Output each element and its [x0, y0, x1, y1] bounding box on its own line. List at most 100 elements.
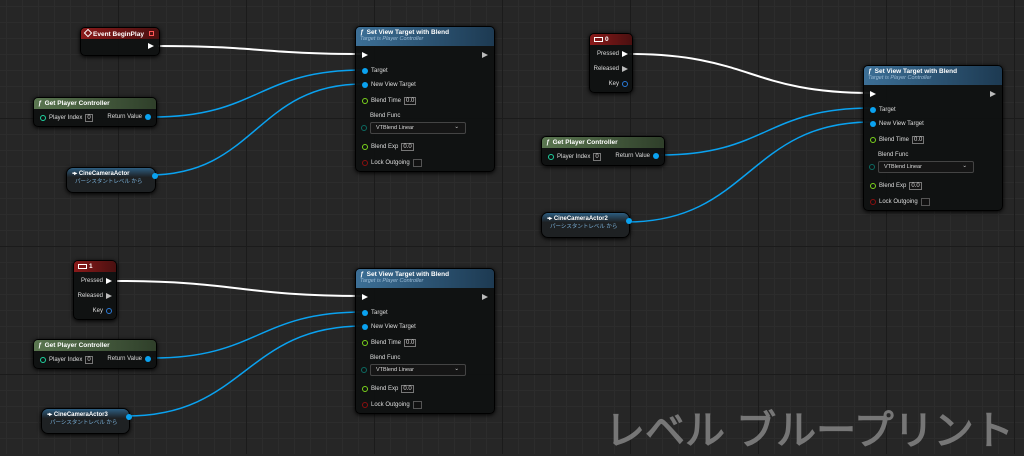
node-title: Set View Target with Blend [366, 271, 450, 278]
new-view-target-pin[interactable] [362, 82, 368, 88]
key-event-node-1[interactable]: 1 Pressed Released Key [73, 260, 117, 320]
key-pin[interactable] [106, 308, 112, 314]
released-exec-pin[interactable] [622, 66, 628, 72]
exec-out-pin[interactable] [990, 91, 996, 97]
node-title: CineCameraActor2 [553, 216, 608, 222]
lock-outgoing-checkbox[interactable] [412, 401, 422, 409]
delegate-pin-icon[interactable] [149, 31, 154, 36]
key-pin[interactable] [622, 81, 628, 87]
player-index-input[interactable]: 0 [85, 114, 93, 122]
exec-out-pin[interactable] [148, 43, 154, 49]
event-icon [83, 28, 93, 38]
exec-wire [628, 53, 872, 94]
blend-func-pin[interactable] [361, 125, 367, 131]
blend-exp-pin[interactable] [362, 386, 368, 392]
chevron-down-icon: ⌄ [454, 124, 459, 130]
pin-label: Blend Time [371, 340, 402, 346]
player-index-input[interactable]: 0 [85, 356, 93, 364]
event-beginplay-node[interactable]: Event BeginPlay [80, 27, 160, 56]
return-value-pin[interactable] [145, 356, 151, 362]
pin-label: Lock Outgoing [371, 160, 410, 166]
blend-exp-pin[interactable] [362, 144, 368, 150]
level-blueprint-watermark: レベル ブループリント [605, 409, 1014, 453]
pin-label: Lock Outgoing [371, 402, 410, 408]
pin-label: Player Index [49, 357, 83, 363]
lock-outgoing-pin[interactable] [362, 160, 368, 166]
object-wire [660, 107, 872, 156]
pin-label: Pressed [596, 51, 619, 57]
pin-label: Key [92, 308, 103, 314]
node-title: Set View Target with Blend [366, 29, 450, 36]
target-pin[interactable] [362, 68, 368, 74]
exec-in-pin[interactable] [362, 294, 368, 300]
blend-time-pin[interactable] [870, 137, 876, 143]
return-value-pin[interactable] [653, 153, 659, 159]
player-index-pin[interactable] [548, 154, 554, 160]
new-view-target-pin[interactable] [362, 324, 368, 330]
pin-label: Blend Time [879, 137, 910, 143]
camera-actor-node-2[interactable]: ▪▸ CineCameraActor3 パーシスタントレベル から [41, 408, 132, 434]
blend-func-dropdown[interactable]: VTBlend Linear⌄ [370, 122, 466, 134]
new-view-target-pin[interactable] [870, 121, 876, 127]
lock-outgoing-checkbox[interactable] [412, 159, 422, 167]
player-index-input[interactable]: 0 [593, 153, 601, 161]
exec-out-pin[interactable] [482, 294, 488, 300]
key-event-node-0[interactable]: 0 Pressed Released Key [589, 33, 633, 93]
lock-outgoing-checkbox[interactable] [920, 198, 930, 206]
pressed-exec-pin[interactable] [106, 278, 112, 284]
exec-out-pin[interactable] [482, 52, 488, 58]
pin-label: Pressed [80, 278, 103, 284]
camera-actor-node-1[interactable]: ▪▸ CineCameraActor2 パーシスタントレベル から [541, 212, 632, 238]
blend-func-pin[interactable] [869, 164, 875, 170]
pressed-exec-pin[interactable] [622, 51, 628, 57]
camera-out-pin[interactable] [152, 173, 158, 179]
blend-func-dropdown[interactable]: VTBlend Linear⌄ [370, 364, 466, 376]
pin-label: Blend Func [370, 355, 401, 361]
pin-label: Lock Outgoing [879, 199, 918, 205]
player-index-pin[interactable] [40, 115, 46, 121]
blend-time-pin[interactable] [362, 340, 368, 346]
camera-out-pin[interactable] [126, 414, 132, 420]
return-value-pin[interactable] [145, 114, 151, 120]
pin-label: Target [371, 310, 388, 316]
node-title: Get Player Controller [44, 100, 110, 107]
pin-label: Blend Exp [879, 183, 907, 189]
exec-in-pin[interactable] [362, 52, 368, 58]
blend-time-input[interactable]: 0.0 [404, 97, 417, 105]
camera-out-pin[interactable] [626, 218, 632, 224]
target-pin[interactable] [870, 107, 876, 113]
pin-label: Target [879, 107, 896, 113]
chevron-down-icon: ⌄ [962, 163, 967, 169]
released-exec-pin[interactable] [106, 293, 112, 299]
camera-actor-node-0[interactable]: ▪▸ CineCameraActor パーシスタントレベル から [66, 167, 158, 193]
pin-label: Return Value [107, 114, 142, 120]
node-subtitle: Target is Player Controller [868, 75, 932, 81]
blend-func-pin[interactable] [361, 367, 367, 373]
function-icon: ƒ [360, 271, 364, 278]
object-wire [148, 83, 364, 176]
blend-func-dropdown[interactable]: VTBlend Linear⌄ [878, 161, 974, 173]
pin-label: New View Target [371, 82, 416, 88]
target-pin[interactable] [362, 310, 368, 316]
exec-in-pin[interactable] [870, 91, 876, 97]
blend-time-pin[interactable] [362, 98, 368, 104]
pin-label: Blend Exp [371, 386, 399, 392]
blend-time-input[interactable]: 0.0 [404, 339, 417, 347]
blend-exp-input[interactable]: 0.0 [909, 182, 922, 190]
blend-exp-input[interactable]: 0.0 [401, 385, 414, 393]
lock-outgoing-pin[interactable] [870, 199, 876, 205]
lock-outgoing-pin[interactable] [362, 402, 368, 408]
player-index-pin[interactable] [40, 357, 46, 363]
blend-exp-input[interactable]: 0.0 [401, 143, 414, 151]
function-icon: ƒ [868, 68, 872, 75]
blend-exp-pin[interactable] [870, 183, 876, 189]
camera-subtitle: パーシスタントレベル から [550, 224, 618, 230]
blend-time-input[interactable]: 0.0 [912, 136, 925, 144]
